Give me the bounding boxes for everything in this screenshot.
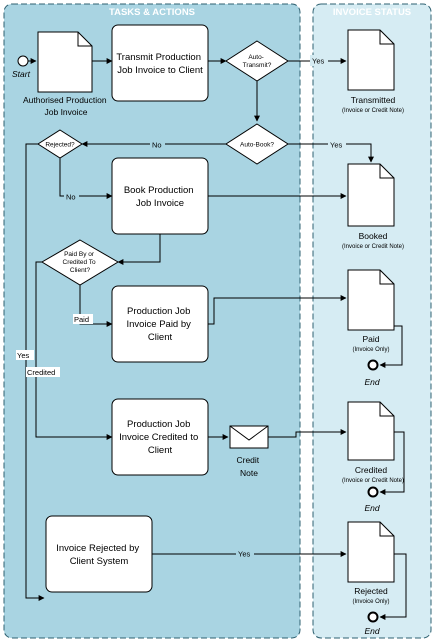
rejected-decision: Rejected? xyxy=(37,129,83,159)
status-paid-sub: (Invoice Only) xyxy=(352,347,389,353)
paid-or-credited-decision: Paid By or Credited To Client? xyxy=(41,239,119,286)
credited-line-3: Client xyxy=(148,445,173,456)
edge-label-transmit-yes: Yes xyxy=(312,57,324,66)
authorised-invoice-label: Authorised Production Job Invoice xyxy=(23,95,109,117)
status-booked-label: Booked xyxy=(359,231,388,241)
end-paid-label: End xyxy=(364,377,379,387)
book-invoice-task: Book Production Job Invoice xyxy=(111,157,209,235)
book-line-2: Job Invoice xyxy=(136,198,184,209)
paid-q-line-1: Paid By or xyxy=(64,251,95,258)
edge-label-credited: Credited xyxy=(27,368,55,377)
book-line-1: Book Production xyxy=(124,185,194,196)
status-rejected-label: Rejected xyxy=(354,586,388,596)
start-label: Start xyxy=(12,69,31,79)
paid-line-2: Invoice Paid by xyxy=(126,319,191,330)
tasks-lane-title: TASKS & ACTIONS xyxy=(109,7,195,18)
end-credited-label: End xyxy=(364,503,379,513)
transmit-invoice-label: Transmit Production Job Invoice to Clien… xyxy=(116,52,203,76)
edge-labels: Yes Yes No No Yes Paid Credited Yes xyxy=(16,55,346,559)
paid-line-3: Client xyxy=(148,332,173,343)
end-credited-icon xyxy=(367,486,379,498)
auto-transmit-line-1: Auto- xyxy=(248,54,264,61)
rejected-sys-line-2: Client System xyxy=(70,556,129,567)
end-paid-icon xyxy=(367,359,379,371)
invoice-paid-label: Production Job Invoice Paid by Client xyxy=(126,306,193,343)
edge-label-rejected-no: No xyxy=(66,193,76,202)
rejected-decision-label: Rejected? xyxy=(45,142,75,149)
auto-book-label: Auto-Book? xyxy=(240,142,274,149)
status-paid-label: Paid xyxy=(362,334,379,344)
edge-label-rejected-status-yes: Yes xyxy=(238,550,250,559)
status-lane-title: INVOICE STATUS xyxy=(333,7,411,18)
authorised-invoice-document: Authorised Production Job Invoice xyxy=(23,31,109,117)
auto-book-decision: Auto-Book? xyxy=(225,123,289,165)
status-credited-label: Credited xyxy=(355,465,387,475)
auto-transmit-line-2: Transmit? xyxy=(243,62,272,69)
credit-note-line-1: Credit xyxy=(236,455,259,465)
edge-label-rejected-yes: Yes xyxy=(17,351,29,360)
status-transmitted-sub: (Invoice or Credit Note) xyxy=(342,108,404,114)
status-booked-sub: (Invoice or Credit Note) xyxy=(342,244,404,250)
transmit-line-1: Transmit Production xyxy=(116,52,201,63)
status-rejected-sub: (Invoice Only) xyxy=(352,599,389,605)
status-transmitted-label: Transmitted xyxy=(351,95,396,105)
transmit-line-2: Job Invoice to Client xyxy=(117,65,203,76)
auto-transmit-decision: Auto- Transmit? xyxy=(225,40,289,82)
paid-or-credited-label: Paid By or Credited To Client? xyxy=(63,251,98,274)
status-booked: Booked (Invoice or Credit Note) xyxy=(342,163,404,250)
paid-q-line-3: Client? xyxy=(70,267,91,274)
paid-q-line-2: Credited To xyxy=(63,259,97,266)
credit-note-line-2: Note xyxy=(240,468,258,478)
edge-label-paid: Paid xyxy=(74,315,89,324)
end-rejected-icon xyxy=(367,611,379,623)
paid-line-1: Production Job xyxy=(127,306,190,317)
rejected-by-client-label: Invoice Rejected by Client System xyxy=(56,543,142,567)
auto-transmit-label: Auto- Transmit? xyxy=(243,54,272,69)
authorised-invoice-line-2: Job Invoice xyxy=(45,107,88,117)
status-credited: Credited (Invoice or Credit Note) End xyxy=(342,401,404,513)
credit-note-envelope: Credit Note xyxy=(229,425,269,478)
rejected-sys-line-1: Invoice Rejected by xyxy=(56,543,139,554)
transmit-invoice-task: Transmit Production Job Invoice to Clien… xyxy=(111,24,209,102)
invoice-paid-task: Production Job Invoice Paid by Client xyxy=(111,285,209,363)
authorised-invoice-line-1: Authorised Production xyxy=(23,95,107,105)
book-invoice-label: Book Production Job Invoice xyxy=(124,185,196,209)
status-rejected: Rejected (Invoice Only) End xyxy=(347,521,395,636)
end-rejected-label: End xyxy=(364,626,379,636)
invoice-credited-label: Production Job Invoice Credited to Clien… xyxy=(119,419,201,456)
status-paid: Paid (Invoice Only) End xyxy=(347,269,395,387)
invoice-credited-task: Production Job Invoice Credited to Clien… xyxy=(111,398,209,476)
status-credited-sub: (Invoice or Credit Note) xyxy=(342,478,404,484)
credited-line-2: Invoice Credited to xyxy=(119,432,198,443)
rejected-by-client-task: Invoice Rejected by Client System xyxy=(45,515,153,593)
credited-line-1: Production Job xyxy=(127,419,190,430)
credit-note-label: Credit Note xyxy=(236,455,261,478)
status-transmitted: Transmitted (Invoice or Credit Note) xyxy=(342,29,404,114)
edge-label-book-no: No xyxy=(152,141,162,150)
start-node: Start xyxy=(12,55,31,79)
edge-label-book-yes: Yes xyxy=(330,141,342,150)
